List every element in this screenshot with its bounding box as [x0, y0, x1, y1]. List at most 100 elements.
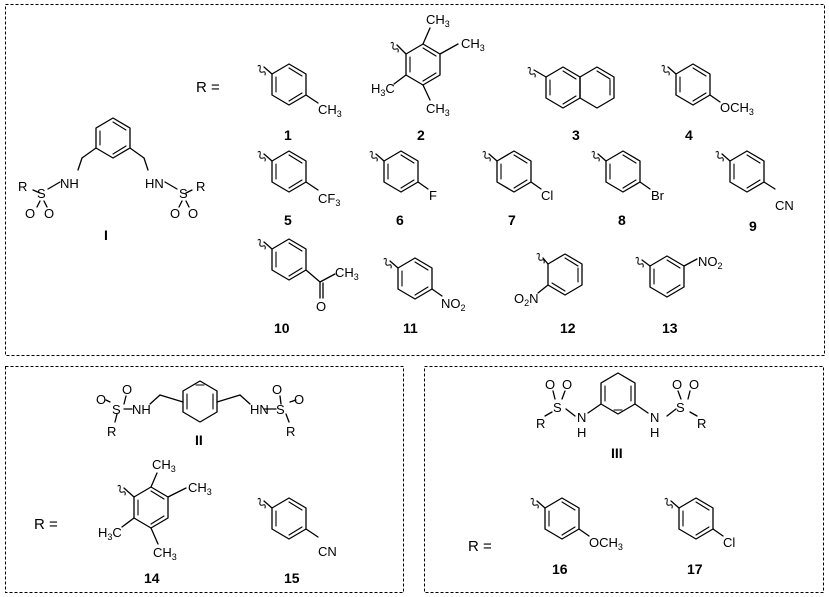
scaffold-III-R-right: R — [697, 416, 706, 431]
scaffold-III-O-left-b: O — [562, 377, 572, 392]
scaffold-III-O-left-a: O — [545, 377, 555, 392]
scaffold-III-O-right-a: O — [672, 377, 682, 392]
compound-14-CH3-right: CH3 — [188, 480, 212, 497]
panel-right-border — [424, 366, 824, 593]
compound-10-number: 10 — [274, 320, 290, 336]
compound-11-NO2: NO2 — [441, 296, 466, 313]
scaffold-III-O-right-b: O — [689, 377, 699, 392]
compound-8-structure — [591, 150, 651, 193]
compound-1-number: 1 — [284, 127, 292, 143]
compound-7-number: 7 — [508, 212, 516, 228]
compound-6-F: F — [429, 188, 437, 203]
scaffold-I-S-left: S — [37, 186, 46, 201]
scaffold-II-HN-right: HN — [250, 402, 269, 417]
compound-13-number: 13 — [662, 320, 678, 336]
compound-2-CH3-bottom: CH3 — [426, 101, 450, 118]
scaffold-II-S-left: S — [112, 402, 121, 417]
r-equals-right: R = — [468, 538, 492, 555]
compound-9-structure — [715, 150, 776, 193]
scaffold-III-H-right: H — [650, 425, 659, 440]
compound-14-CH3-bottom: CH3 — [153, 545, 177, 562]
scaffold-III-label: III — [611, 445, 623, 461]
compound-5-structure — [257, 150, 319, 193]
scaffold-II-O-right-a: O — [272, 382, 282, 397]
compound-13-structure — [635, 255, 698, 298]
scaffold-I-S-right: S — [179, 186, 188, 201]
scaffold-II-O-left-b: O — [122, 382, 132, 397]
compound-14-CH3-top: CH3 — [152, 457, 176, 474]
scaffold-I-NH-left: NH — [60, 176, 79, 191]
scaffold-III-structure — [544, 372, 698, 417]
scaffold-II-structure — [105, 380, 297, 423]
scaffold-I-O-right-a: O — [170, 206, 180, 221]
compound-17-structure — [664, 497, 724, 540]
scaffold-III-N-right: N — [650, 410, 659, 425]
r-equals-left: R = — [34, 516, 58, 533]
compound-3-structure — [527, 66, 615, 109]
scaffold-II-R-left: R — [107, 424, 116, 439]
compound-16-OCH3: OCH3 — [589, 535, 623, 552]
scaffold-II-S-right: S — [276, 402, 285, 417]
r-equals-top: R = — [196, 79, 220, 96]
scaffold-I-R-left: R — [18, 179, 27, 194]
compound-2-H3C-left: H3C — [371, 81, 395, 98]
scaffold-II-label: II — [195, 432, 203, 448]
scaffold-I-structure — [32, 117, 193, 208]
scaffold-III-S-left: S — [553, 400, 562, 415]
compound-16-structure — [530, 497, 590, 540]
compound-14-number: 14 — [144, 570, 160, 586]
compound-2-CH3-right: CH3 — [461, 36, 485, 53]
scaffold-II-O-right-b: O — [294, 392, 304, 407]
compound-5-number: 5 — [284, 212, 292, 228]
compound-4-structure — [661, 63, 721, 106]
compound-9-CN: CN — [775, 198, 794, 213]
compound-12-number: 12 — [560, 320, 576, 336]
compound-12-O2N: O2N — [514, 291, 539, 308]
compound-3-number: 3 — [572, 127, 580, 143]
compound-11-number: 11 — [403, 320, 418, 336]
compound-11-structure — [383, 257, 443, 300]
compound-7-Cl: Cl — [541, 188, 553, 203]
panel-top-border — [5, 4, 825, 356]
compound-5-CF3: CF3 — [318, 191, 340, 208]
compound-14-H3C-left: H3C — [98, 525, 122, 542]
scaffold-II-R-right: R — [286, 424, 295, 439]
compound-14-structure — [117, 472, 187, 545]
compound-10-structure — [257, 238, 336, 299]
compound-8-number: 8 — [618, 212, 626, 228]
compound-6-number: 6 — [396, 212, 404, 228]
compound-17-Cl: Cl — [723, 535, 735, 550]
scaffold-III-R-left: R — [536, 416, 545, 431]
compound-10-CH3: CH3 — [335, 265, 359, 282]
compound-15-number: 15 — [284, 570, 300, 586]
compound-9-number: 9 — [749, 218, 757, 234]
compound-4-number: 4 — [685, 127, 693, 143]
scaffold-I-O-right-b: O — [188, 206, 198, 221]
compound-2-structure — [390, 27, 459, 101]
compound-15-structure — [257, 497, 319, 540]
scaffold-I-O-left-a: O — [25, 206, 35, 221]
compound-6-structure — [369, 150, 429, 193]
scaffold-III-N-left: N — [577, 410, 586, 425]
compound-16-number: 16 — [552, 561, 568, 577]
compound-1-structure — [257, 63, 319, 106]
scaffold-III-H-left: H — [577, 425, 586, 440]
compound-8-Br: Br — [651, 188, 665, 203]
scaffold-I-R-right: R — [196, 179, 205, 194]
compound-15-CN: CN — [318, 544, 337, 559]
compound-12-structure — [536, 252, 583, 296]
compound-4-OCH3: OCH3 — [720, 100, 754, 117]
compound-2-number: 2 — [417, 127, 425, 143]
scaffold-III-S-right: S — [676, 400, 685, 415]
compound-17-number: 17 — [687, 561, 703, 577]
compound-13-NO2: NO2 — [698, 254, 723, 271]
panel-left-border — [5, 366, 404, 593]
scaffold-II-O-left-a: O — [96, 392, 106, 407]
compound-10-O: O — [316, 299, 326, 314]
compound-2-CH3-top: CH3 — [426, 12, 450, 29]
scaffold-I-HN-right: HN — [145, 176, 164, 191]
scaffold-I-O-left-b: O — [44, 206, 54, 221]
compound-1-CH3: CH3 — [318, 102, 342, 119]
scaffold-I-label: I — [104, 227, 108, 243]
